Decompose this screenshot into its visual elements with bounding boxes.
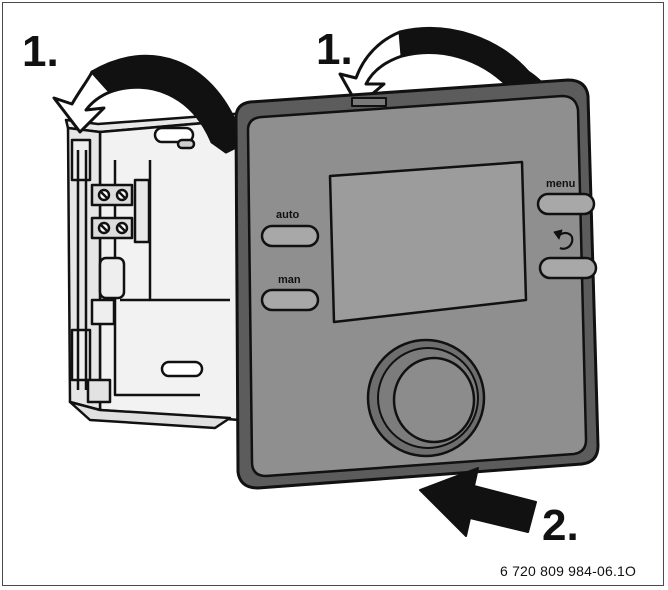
left-arrow-head xyxy=(52,70,112,134)
room-controller xyxy=(234,78,600,490)
menu-button[interactable] xyxy=(536,192,596,216)
figure-reference-code: 6 720 809 984-06.1O xyxy=(500,563,637,579)
back-button[interactable] xyxy=(538,256,598,280)
step-1-label-right: 1. xyxy=(316,25,353,74)
rotary-knob-icon[interactable] xyxy=(366,338,486,458)
right-arrow-head xyxy=(338,30,404,108)
step-1-label-left: 1. xyxy=(22,27,59,76)
display-screen xyxy=(328,160,528,324)
right-arrow-band xyxy=(398,27,530,88)
wall-mounting-plate xyxy=(64,110,262,430)
auto-button-label: auto xyxy=(276,209,300,221)
back-arrow-icon xyxy=(553,229,574,250)
auto-button[interactable] xyxy=(260,224,320,248)
menu-button-label: menu xyxy=(546,178,575,190)
push-arrow xyxy=(419,467,537,537)
step-2-label: 2. xyxy=(542,501,579,550)
hook-on-arrows xyxy=(52,27,550,154)
man-button-label: man xyxy=(278,274,301,286)
man-button[interactable] xyxy=(260,288,320,312)
